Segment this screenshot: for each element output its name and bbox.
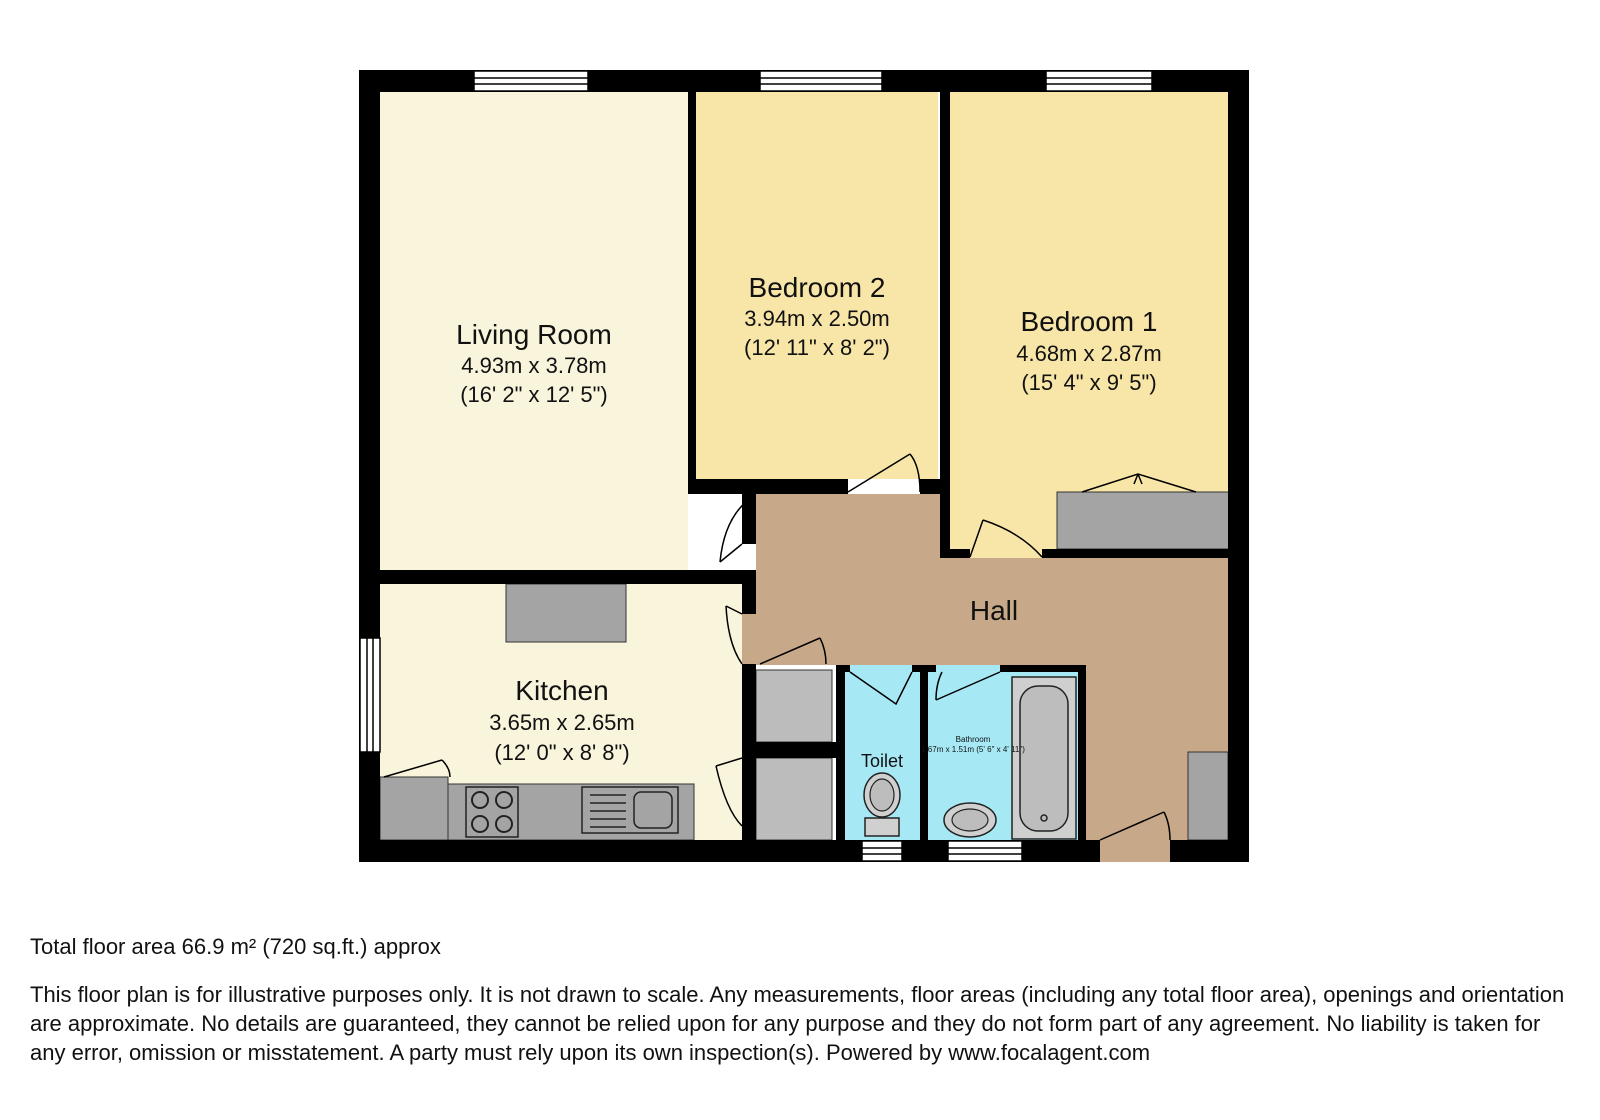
wc-icon [863,772,901,837]
kitchen-counter [379,776,449,841]
hob-icon [465,786,519,838]
door-swing [935,671,1001,701]
door-swing [847,453,921,493]
bath-icon [1011,676,1077,840]
window [947,840,1023,862]
hall-floor [742,494,1228,840]
window [473,70,589,92]
wardrobe [1056,491,1230,550]
kitchen-metric: 3.65m x 2.65m [489,710,635,735]
door-swing [719,499,749,563]
bedroom-2-imperial: (12' 11" x 8' 2") [744,335,890,360]
kitchen-imperial: (12' 0" x 8' 8") [494,740,629,765]
washbasin-icon [943,802,997,838]
bedroom-1-imperial: (15' 4" x 9' 5") [1021,370,1156,395]
cupboard [755,669,833,743]
living-room-name: Living Room [456,319,612,350]
door-swing [969,519,1043,558]
kitchen-name: Kitchen [515,675,608,706]
door-swing [715,757,743,827]
hall-name: Hall [970,595,1018,626]
front-door-opening [1100,840,1170,862]
window [759,70,883,92]
door-swing [1099,811,1171,841]
disclaimer-text: This floor plan is for illustrative purp… [30,982,1565,1065]
door-swing [1081,473,1197,493]
total-floor-area: Total floor area 66.9 m² (720 sq.ft.) ap… [30,934,441,959]
window [861,840,903,862]
bedroom-1-name: Bedroom 1 [1021,306,1158,337]
living-room-unit [505,583,627,643]
bathroom-name: Bathroom [956,735,991,744]
bedroom-1-floor [950,92,1228,558]
cupboard [755,757,833,841]
living-room-imperial: (16' 2" x 12' 5") [460,382,608,407]
living-room-floor [380,92,688,576]
bedroom-1-metric: 4.68m x 2.87m [1016,341,1162,366]
window [1045,70,1153,92]
bathroom-dims: 1.67m x 1.51m (5' 6" x 4' 11") [921,745,1025,754]
door-swing [383,759,451,778]
door-swing [725,605,743,665]
bedroom-2-floor [696,92,938,479]
sink-icon [581,786,679,834]
window [359,637,381,753]
floor-plan: Living Room 4.93m x 3.78m (16' 2" x 12' … [359,70,1249,862]
living-room-metric: 4.93m x 3.78m [461,353,607,378]
bedroom-2-metric: 3.94m x 2.50m [744,306,890,331]
door-swing [849,671,913,706]
bedroom-2-name: Bedroom 2 [749,272,886,303]
toilet-name: Toilet [861,751,903,771]
door-swing [759,637,827,665]
hall-cupboard [1187,751,1229,841]
